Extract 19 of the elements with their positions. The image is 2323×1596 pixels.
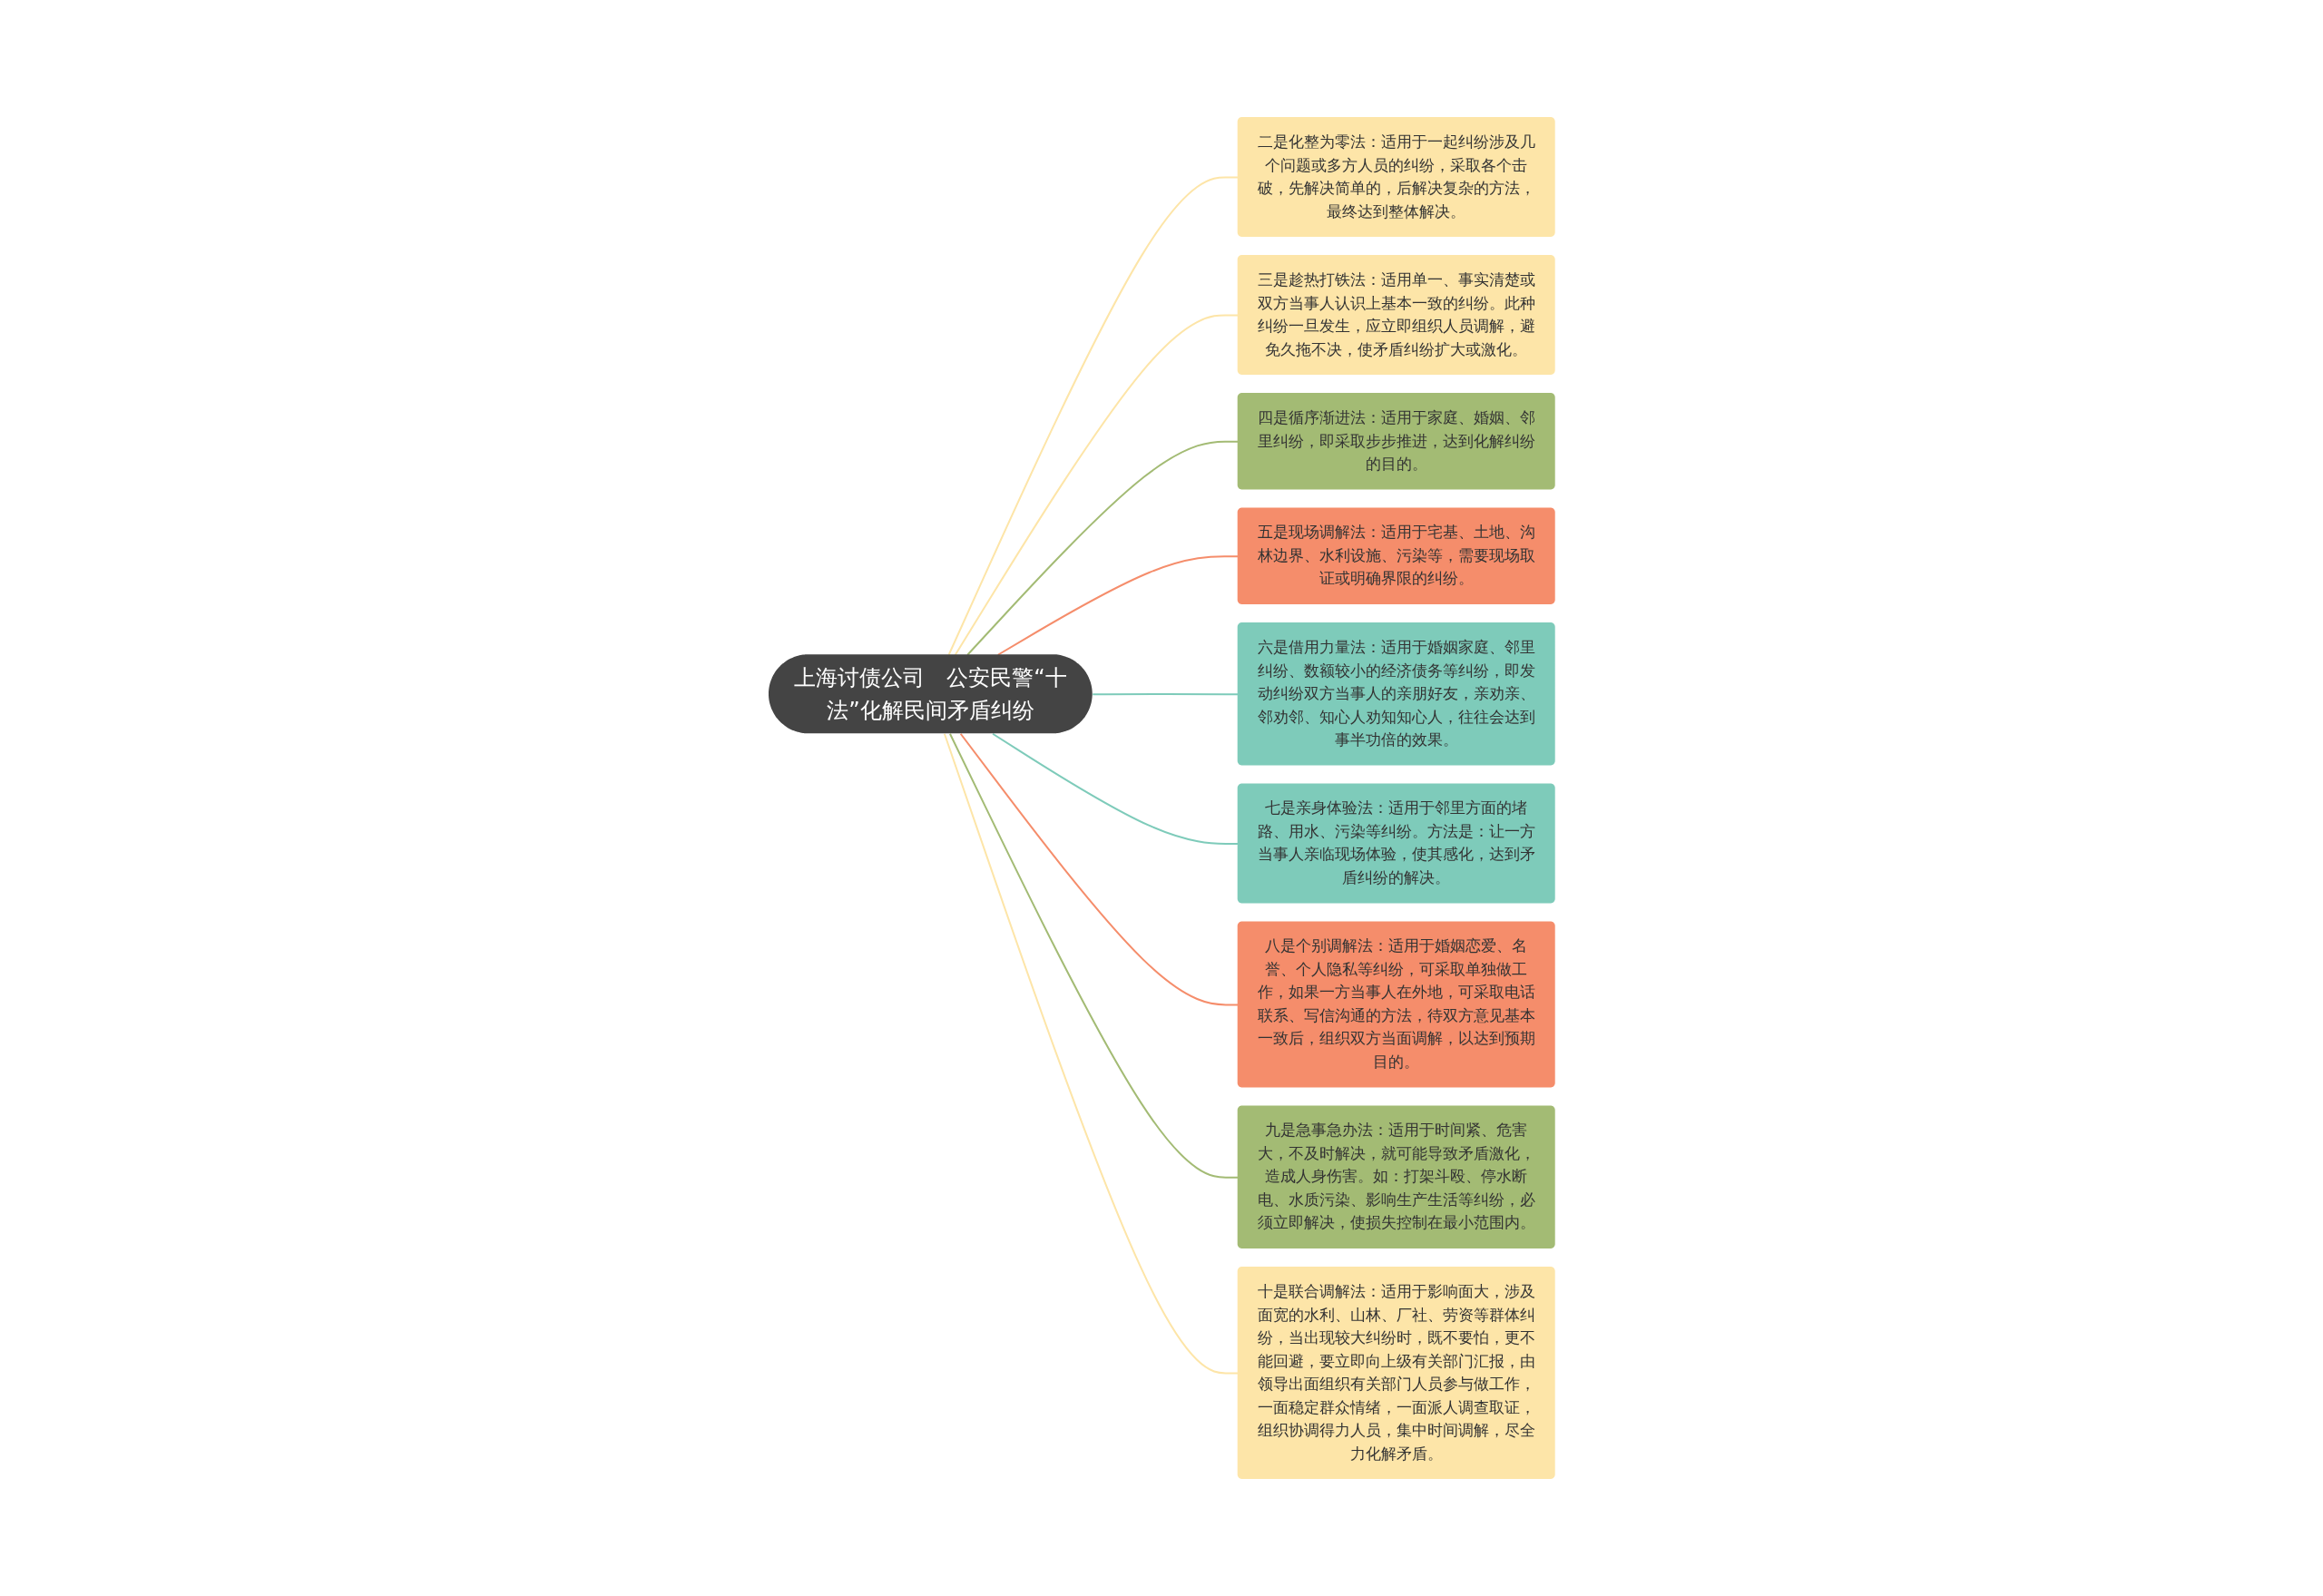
connector	[996, 555, 1239, 656]
connector	[947, 176, 1239, 656]
node-box: 上海讨债公司 公安民警“十法”化解民间矛盾纠纷	[768, 654, 1093, 734]
connector	[954, 314, 1239, 656]
connector	[965, 440, 1239, 656]
node-box: 四是循序渐进法：适用于家庭、婚姻、邻里纠纷，即采取步步推进，达到化解纠纷的目的。	[1237, 393, 1555, 490]
node-box: 九是急事急办法：适用于时间紧、危害大，不及时解决，就可能导致矛盾激化，造成人身伤害。如：打架斗殴、停水断电、水质污染、影响生产生活等纠纷，必须立即解决，使损失控制在最小范围内。	[1237, 1105, 1555, 1248]
connector	[1091, 692, 1239, 696]
node-box: 八是个别调解法：适用于婚姻恋爱、名誉、个人隐私等纠纷，可采取单独做工作，如果一方当事人在外地，可采取电话联系、写信沟通的方法，待双方意见基本一致后，组织双方当面调解，以达到预期目的。	[1237, 921, 1555, 1088]
node-box: 六是借用力量法：适用于婚姻家庭、邻里纠纷、数额较小的经济债务等纠纷，即发动纠纷双方当事人的亲朋好友，亲劝亲、邻劝邻、知心人劝知知心人，往往会达到事半功倍的效果。	[1237, 622, 1555, 766]
node-box: 十是联合调解法：适用于影响面大，涉及面宽的水利、山林、厂社、劳资等群体纠纷，当出现较大纠纷时，既不要怕，更不能回避，要立即向上级有关部门汇报，由领导出面组织有关部门人员参与做工作，一面稳定群众情绪，一面派人调查取证，组织协调得力人员，集中时间调解，尽全力化解矛盾。	[1237, 1267, 1555, 1479]
node-box: 二是化整为零法：适用于一起纠纷涉及几个问题或多方人员的纠纷，采取各个击破，先解决简单的，后解决复杂的方法，最终达到整体解决。	[1237, 117, 1555, 237]
node-box: 七是亲身体验法：适用于邻里方面的堵路、用水、污染等纠纷。方法是：让一方当事人亲临现场体验，使其感化，达到矛盾纠纷的解决。	[1237, 783, 1555, 904]
node-box: 五是现场调解法：适用于宅基、土地、沟林边界、水利设施、污染等，需要现场取证或明确界限的纠纷。	[1237, 507, 1555, 604]
connector	[943, 732, 1239, 1375]
connector	[991, 732, 1239, 845]
connector	[948, 732, 1239, 1179]
connector	[959, 732, 1239, 1006]
node-box: 三是趁热打铁法：适用单一、事实清楚或双方当事人认识上基本一致的纠纷。此种纠纷一旦发生，应立即组织人员调解，避免久拖不决，使矛盾纠纷扩大或激化。	[1237, 255, 1555, 375]
